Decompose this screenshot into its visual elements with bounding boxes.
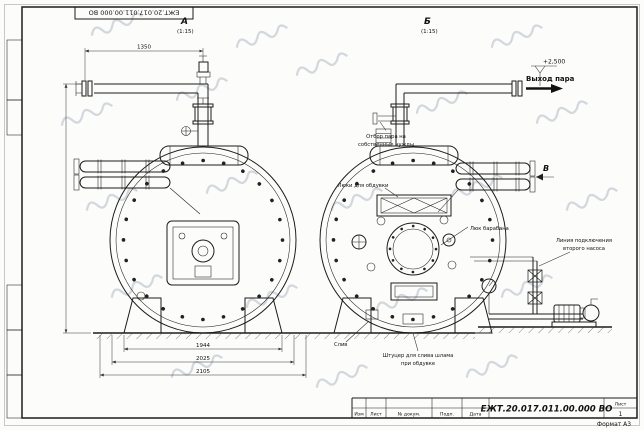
feed-pump <box>551 298 600 328</box>
annotations: А (1:15) Б (1:15) Выход пара +2,500 Отбо… <box>177 17 612 367</box>
support-right <box>244 297 283 334</box>
drum-manhole-label: Люк барабана <box>470 226 509 232</box>
shell-fitting <box>136 291 146 301</box>
steam-valve-b <box>390 103 410 125</box>
elevation-mark: +2,500 <box>531 59 565 86</box>
bolt-circle <box>121 158 285 322</box>
steam-pipe <box>94 83 209 146</box>
blow-hatch-bottom <box>390 282 438 301</box>
sludge-label-2: при обдувке <box>401 361 435 367</box>
support-left <box>123 297 162 334</box>
steam-drum <box>159 145 249 166</box>
view-v-marker: В <box>536 164 554 181</box>
dim-bottom-1: 1944 <box>196 343 210 349</box>
blow-hatch-top <box>376 194 452 217</box>
tb-col-izm: Изм <box>354 412 364 418</box>
view-a-label: А <box>180 17 188 27</box>
tb-sheet-header: Лист <box>615 402 627 408</box>
view-b-boiler-rear <box>319 80 536 334</box>
steam-valve <box>192 97 214 125</box>
view-a-scale: (1:15) <box>177 29 194 35</box>
paper-edge <box>4 4 640 426</box>
support-left-b <box>333 297 372 334</box>
drum-manhole <box>386 222 440 276</box>
pump-assembly <box>470 256 600 328</box>
tb-col-data: Дата <box>470 412 482 418</box>
ladder <box>375 128 392 147</box>
own-needs-label-1: Отбор пара на <box>366 134 406 140</box>
shell-front <box>109 146 297 334</box>
drain-nozzle <box>365 309 379 320</box>
dimensions: 1350 1944 2025 2105 <box>63 45 307 378</box>
own-needs-label-2: собственные нужды <box>358 142 414 148</box>
dim-bottom-3: 2105 <box>196 369 210 375</box>
elevation-value: +2,500 <box>543 59 565 66</box>
title-block: Изм Лист № докум. Подп. Дата ЕЖТ.20.017.… <box>351 397 637 418</box>
margin-fields <box>6 39 23 419</box>
steam-drum-b <box>369 145 459 166</box>
tb-col-doc: № докум. <box>398 412 421 418</box>
drawing-frame <box>21 6 638 419</box>
sludge-label-1: Штуцер для слива шлама <box>383 353 454 359</box>
own-needs-branch <box>372 112 378 125</box>
pressure-gauge <box>481 278 497 294</box>
bolt-circle-b <box>331 158 495 322</box>
dim-1350: 1350 <box>137 45 151 51</box>
pump-line-label-2: второго насоса <box>563 246 605 252</box>
gauge-right <box>442 233 456 247</box>
view-v-label: В <box>543 164 549 173</box>
dim-bottom-2: 2025 <box>196 356 210 362</box>
format-label: Формат А3 <box>597 421 631 428</box>
pump-line-label-1: Линия подключения <box>556 238 612 244</box>
blow-hatches-label: Люки для обдувки <box>338 183 389 189</box>
view-b-scale: (1:15) <box>421 29 438 35</box>
view-a-boiler-front <box>73 55 297 334</box>
sludge-nozzle <box>402 313 424 325</box>
tb-doc-number: ЕЖТ.20.017.011.00.000 ВО <box>481 405 613 415</box>
top-stamp-doc-number: ЕЖТ.20.017.011.00.000 ВО <box>89 9 180 17</box>
steam-out-label: Выход пара <box>526 75 575 83</box>
tb-sheet-number: 1 <box>619 411 623 418</box>
steam-outlet-pipe <box>395 83 512 146</box>
burner-door <box>166 220 240 286</box>
drain-label: Слив <box>334 342 347 348</box>
tb-col-podp: Подп. <box>440 412 454 418</box>
support-right-b <box>454 297 493 334</box>
view-b-label: Б <box>424 17 431 27</box>
top-stamp: ЕЖТ.20.017.011.00.000 ВО <box>74 6 194 20</box>
tb-col-list: Лист <box>370 412 382 418</box>
